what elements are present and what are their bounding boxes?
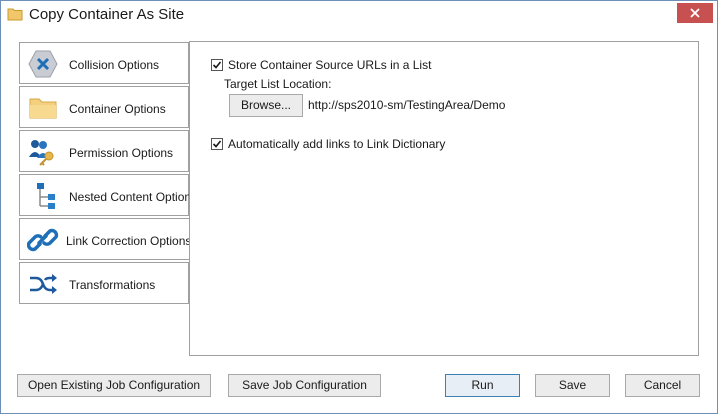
- tab-label: Collision Options: [69, 58, 160, 72]
- checkmark-icon: [212, 140, 222, 148]
- tab-transformations[interactable]: Transformations: [19, 262, 189, 304]
- cancel-button[interactable]: Cancel: [625, 374, 700, 397]
- store-urls-label[interactable]: Store Container Source URLs in a List: [228, 58, 432, 72]
- store-urls-checkbox[interactable]: [211, 59, 223, 71]
- folder-icon: [27, 93, 59, 123]
- tab-label: Container Options: [69, 102, 166, 116]
- browse-button[interactable]: Browse...: [229, 94, 303, 117]
- auto-links-label[interactable]: Automatically add links to Link Dictiona…: [228, 137, 446, 151]
- save-button[interactable]: Save: [535, 374, 610, 397]
- collision-icon: [27, 49, 59, 79]
- tab-link-correction-options[interactable]: Link Correction Options: [19, 218, 192, 260]
- run-button[interactable]: Run: [445, 374, 520, 397]
- open-existing-job-button[interactable]: Open Existing Job Configuration: [17, 374, 211, 397]
- checkmark-icon: [212, 61, 222, 69]
- link-icon: [26, 225, 59, 255]
- shuffle-icon: [27, 269, 59, 299]
- close-icon: [690, 8, 700, 18]
- tab-container-options[interactable]: Container Options: [19, 86, 189, 128]
- tab-label: Transformations: [69, 278, 156, 292]
- close-button[interactable]: [677, 3, 713, 23]
- target-list-label: Target List Location:: [224, 77, 332, 91]
- tab-collision-options[interactable]: Collision Options: [19, 42, 189, 84]
- auto-links-checkbox[interactable]: [211, 138, 223, 150]
- window-title: Copy Container As Site: [29, 6, 185, 23]
- tab-label: Nested Content Options: [69, 190, 198, 204]
- link-correction-panel: Store Container Source URLs in a List Ta…: [189, 41, 699, 356]
- tab-nested-content-options[interactable]: Nested Content Options: [19, 174, 197, 216]
- tab-label: Link Correction Options: [66, 234, 192, 248]
- target-url-value: http://sps2010-sm/TestingArea/Demo: [308, 98, 506, 112]
- folder-icon: [7, 7, 23, 21]
- tree-icon: [27, 181, 59, 211]
- title-bar[interactable]: Copy Container As Site: [1, 1, 717, 29]
- tab-permission-options[interactable]: Permission Options: [19, 130, 189, 172]
- tab-label: Permission Options: [69, 146, 174, 160]
- save-job-configuration-button[interactable]: Save Job Configuration: [228, 374, 381, 397]
- users-key-icon: [27, 137, 59, 167]
